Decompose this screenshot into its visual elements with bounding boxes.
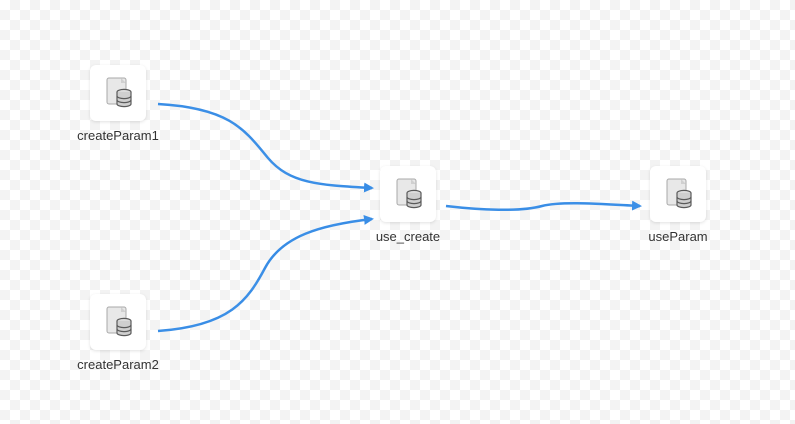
node-icon-box[interactable] <box>650 166 706 222</box>
node-icon-box[interactable] <box>90 65 146 121</box>
database-script-icon <box>106 77 132 108</box>
node-use_create[interactable]: use_create <box>348 166 468 244</box>
node-createParam2[interactable]: createParam2 <box>58 294 178 372</box>
node-label: use_create <box>375 229 441 244</box>
node-label: useParam <box>648 229 708 244</box>
database-script-icon <box>106 306 132 337</box>
node-label: createParam2 <box>77 357 159 372</box>
node-icon-box[interactable] <box>90 294 146 350</box>
edge-createParam1-to-use_create[interactable] <box>157 102 374 193</box>
database-script-icon <box>396 178 422 209</box>
node-createParam1[interactable]: createParam1 <box>58 65 178 143</box>
database-script-icon <box>666 178 692 209</box>
node-icon-box[interactable] <box>380 166 436 222</box>
node-label: createParam1 <box>77 128 159 143</box>
node-useParam[interactable]: useParam <box>618 166 738 244</box>
edge-use_create-to-useParam[interactable] <box>445 200 642 211</box>
edge-createParam2-to-use_create[interactable] <box>157 214 374 333</box>
